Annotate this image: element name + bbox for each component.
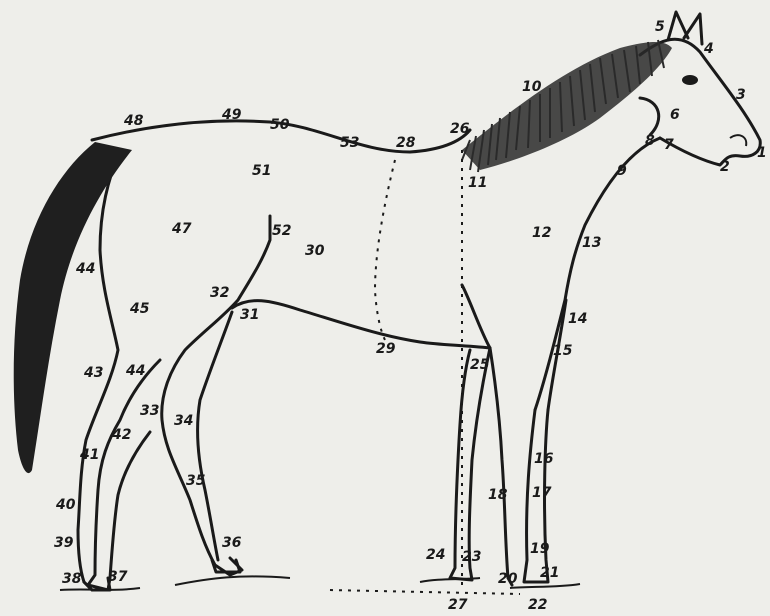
belly-line: [232, 301, 490, 348]
front-leg-far-inner: [450, 348, 490, 580]
label-17: 17: [532, 486, 551, 500]
label-16: 16: [534, 452, 553, 466]
label-23: 23: [462, 550, 481, 564]
ear-right: [684, 14, 702, 44]
label-29: 29: [376, 342, 395, 356]
label-43: 43: [84, 366, 103, 380]
label-40: 40: [56, 498, 75, 512]
eye-icon: [682, 75, 698, 85]
tail: [14, 142, 132, 473]
label-22: 22: [528, 598, 547, 612]
label-34: 34: [174, 414, 193, 428]
label-18: 18: [488, 488, 507, 502]
label-35: 35: [186, 474, 205, 488]
label-20: 20: [498, 572, 517, 586]
label-31: 31: [240, 308, 259, 322]
label-48: 48: [124, 114, 143, 128]
ground-dotted-line: [330, 590, 520, 594]
label-26: 26: [450, 122, 469, 136]
stifle-line: [162, 216, 270, 575]
label-15: 15: [553, 344, 572, 358]
ground-mark-2: [175, 576, 290, 585]
label-50: 50: [270, 118, 289, 132]
label-7: 7: [664, 138, 674, 152]
label-3: 3: [736, 88, 746, 102]
nostril: [730, 135, 746, 146]
label-52: 52: [272, 224, 291, 238]
hind-leg-near-inner: [198, 312, 232, 560]
label-27: 27: [448, 598, 467, 612]
label-2: 2: [720, 160, 730, 174]
label-28: 28: [396, 136, 415, 150]
label-36: 36: [222, 536, 241, 550]
label-8: 8: [645, 134, 655, 148]
label-5: 5: [655, 20, 665, 34]
label-21: 21: [540, 566, 559, 580]
girth-dotted-line: [375, 160, 395, 340]
label-47: 47: [172, 222, 191, 236]
label-19: 19: [530, 542, 549, 556]
label-41: 41: [80, 448, 99, 462]
label-6: 6: [670, 108, 680, 122]
label-14: 14: [568, 312, 587, 326]
label-39: 39: [54, 536, 73, 550]
label-13: 13: [582, 236, 601, 250]
jaw-line: [640, 98, 659, 135]
label-42: 42: [112, 428, 131, 442]
label-1: 1: [757, 146, 767, 160]
label-53: 53: [340, 136, 359, 150]
label-24: 24: [426, 548, 445, 562]
label-49: 49: [222, 108, 241, 122]
hind-leg-far: [88, 360, 160, 590]
label-44-upper: 44: [76, 262, 95, 276]
label-4: 4: [704, 42, 714, 56]
label-33: 33: [140, 404, 159, 418]
label-45: 45: [130, 302, 149, 316]
label-38: 38: [62, 572, 81, 586]
ground-mark-4: [510, 584, 580, 588]
label-11: 11: [468, 176, 487, 190]
label-25: 25: [470, 358, 489, 372]
label-12: 12: [532, 226, 551, 240]
label-37: 37: [108, 570, 127, 584]
label-32: 32: [210, 286, 229, 300]
label-9: 9: [617, 164, 627, 178]
label-51: 51: [252, 164, 271, 178]
label-30: 30: [305, 244, 324, 258]
label-44-lower: 44: [126, 364, 145, 378]
label-10: 10: [522, 80, 541, 94]
